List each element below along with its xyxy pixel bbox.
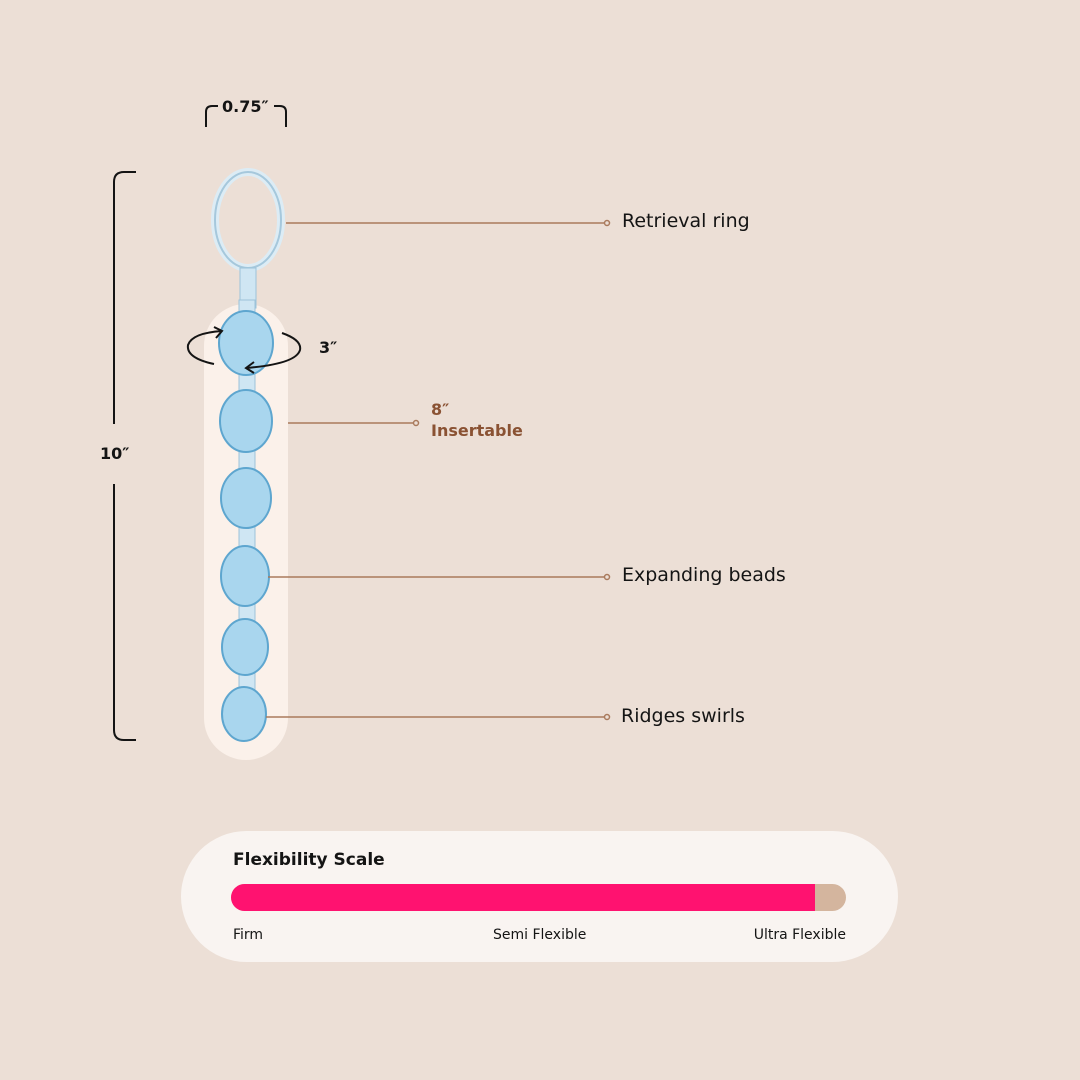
flexibility-fill — [231, 884, 816, 911]
flexibility-scale-card: Flexibility Scale Firm Semi Flexible Ult… — [181, 831, 898, 962]
label-semi-flexible: Semi Flexible — [493, 927, 587, 943]
length-dimension: 10″ — [100, 444, 130, 463]
callout-insertable-length: 8″ — [431, 400, 450, 419]
leader-lines — [266, 219, 611, 721]
flexibility-track — [231, 884, 846, 911]
label-ultra-flexible: Ultra Flexible — [753, 927, 846, 943]
label-firm: Firm — [233, 927, 264, 943]
length-bracket — [113, 171, 136, 741]
callout-insertable-label: Insertable — [431, 421, 523, 440]
retrieval-ring-icon — [211, 168, 285, 309]
circumference-dimension: 3″ — [319, 338, 338, 357]
callout-expanding-beads: Expanding beads — [622, 564, 786, 586]
width-dimension: 0.75″ — [222, 97, 269, 116]
flexibility-scale-title: Flexibility Scale — [233, 850, 385, 870]
width-bracket — [205, 105, 287, 127]
rotation-arrow-icon — [186, 326, 302, 374]
beads-icon — [218, 310, 274, 742]
callout-retrieval-ring: Retrieval ring — [622, 210, 750, 232]
callout-ridges-swirls: Ridges swirls — [621, 705, 745, 727]
